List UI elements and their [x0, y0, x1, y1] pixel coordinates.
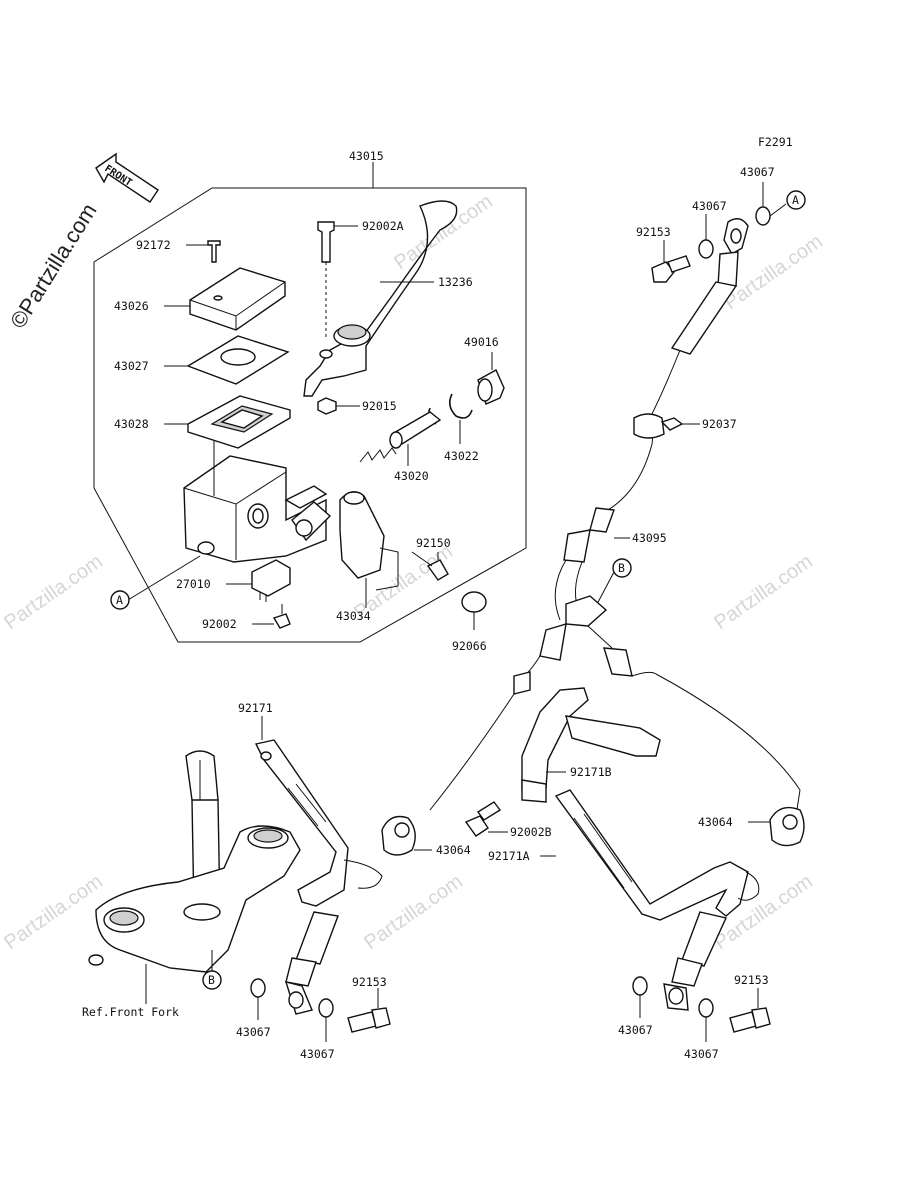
part-label-43022: 43022: [444, 449, 479, 463]
part-label-43020: 43020: [394, 469, 429, 483]
part-label-43064-left: 43064: [436, 843, 471, 857]
diaphragm-43028: 43028: [114, 395, 291, 449]
part-label-92171: 92171: [238, 701, 273, 715]
part-label-92002A: 92002A: [362, 219, 404, 233]
part-label-92066: 92066: [452, 639, 487, 653]
banjo-lower-left: 43067 43067 92153: [236, 911, 391, 1061]
part-label-27010: 27010: [176, 577, 211, 591]
part-label-92153-bl: 92153: [352, 975, 387, 989]
part-label-92172: 92172: [136, 238, 171, 252]
ref-note: Ref.Front Fork: [82, 1005, 179, 1019]
watermark: Partzilla.com: [710, 550, 816, 634]
part-label-43064-right: 43064: [698, 815, 733, 829]
snap-ring-43022: 43022: [428, 393, 479, 463]
part-label-43067-br1: 43067: [618, 1023, 653, 1037]
bolt-92002A: 92002A: [317, 219, 404, 340]
assembly-outline: 43015: [93, 149, 527, 643]
front-arrow-icon: FRONT: [95, 152, 159, 203]
brake-hose-upper: 92037 43095 B: [554, 281, 738, 621]
part-label-92153-top: 92153: [636, 225, 671, 239]
part-label-43095: 43095: [632, 531, 667, 545]
part-label-43067-top: 43067: [740, 165, 775, 179]
part-label-43015: 43015: [349, 149, 384, 163]
part-label-43034: 43034: [336, 609, 371, 623]
watermark: Partzilla.com: [0, 550, 106, 634]
part-label-43067-upper: 43067: [692, 199, 727, 213]
bracket-92171A: 92171A: [488, 789, 760, 921]
master-cylinder-body: [183, 440, 328, 563]
part-label-92171A: 92171A: [488, 849, 530, 863]
screw-92172: 92172: [136, 238, 221, 263]
diagram-code: F2291: [758, 135, 793, 149]
part-label-92153-br: 92153: [734, 973, 769, 987]
watermark: Partzilla.com: [0, 870, 106, 954]
banjo-lower-right: 43067 43067 92153: [618, 911, 771, 1061]
part-label-92002B: 92002B: [510, 825, 552, 839]
bracket-92171B: 92171B: [521, 687, 661, 803]
grommet-43064-left: 43064: [381, 815, 471, 857]
screw-92002: 92002: [202, 604, 291, 631]
piston-kit-43020: 43020: [359, 411, 442, 483]
callout-label-a: A: [116, 593, 123, 607]
brake-lever-13236: 13236: [303, 200, 473, 397]
diaphragm-plate-43027: 43027: [114, 335, 290, 385]
part-label-43026: 43026: [114, 299, 149, 313]
part-label-49016: 49016: [464, 335, 499, 349]
brand-watermark: ©Partzilla.com: [5, 199, 102, 333]
part-label-13236: 13236: [438, 275, 473, 289]
part-label-92015: 92015: [362, 399, 397, 413]
grommet-43064-right: 43064: [698, 806, 805, 847]
bracket-92171: 92171: [238, 701, 383, 907]
part-label-92171B: 92171B: [570, 765, 612, 779]
switch-27010: 27010: [176, 559, 291, 602]
bolt-92002B: 92002B: [464, 801, 552, 839]
watermark: Partzilla.com: [360, 870, 466, 954]
part-label-92002: 92002: [202, 617, 237, 631]
banjo-top-assembly: A 43067 43067 92153: [636, 165, 806, 287]
nut-92015: 92015: [317, 397, 397, 415]
holder-43034: 43034: [291, 491, 399, 623]
part-label-43067-br2: 43067: [684, 1047, 719, 1061]
steering-stem: Ref.Front Fork B: [82, 750, 301, 1019]
part-label-43067-bl1: 43067: [236, 1025, 271, 1039]
bolt-92150: 92150: [411, 536, 451, 581]
boot-49016: 49016: [464, 335, 505, 405]
part-label-43027: 43027: [114, 359, 149, 373]
part-label-92150: 92150: [416, 536, 451, 550]
callout-label-a-top: A: [792, 193, 799, 207]
reservoir-cap-43026: 43026: [114, 267, 286, 331]
callout-label-b-right: B: [618, 561, 625, 575]
part-label-92037: 92037: [702, 417, 737, 431]
hose-joint: [429, 595, 801, 817]
callout-label-b-left: B: [208, 973, 215, 987]
part-label-43067-bl2: 43067: [300, 1047, 335, 1061]
callout-a-left: A: [110, 555, 201, 610]
cap-92066: 92066: [452, 591, 487, 653]
part-label-43028: 43028: [114, 417, 149, 431]
